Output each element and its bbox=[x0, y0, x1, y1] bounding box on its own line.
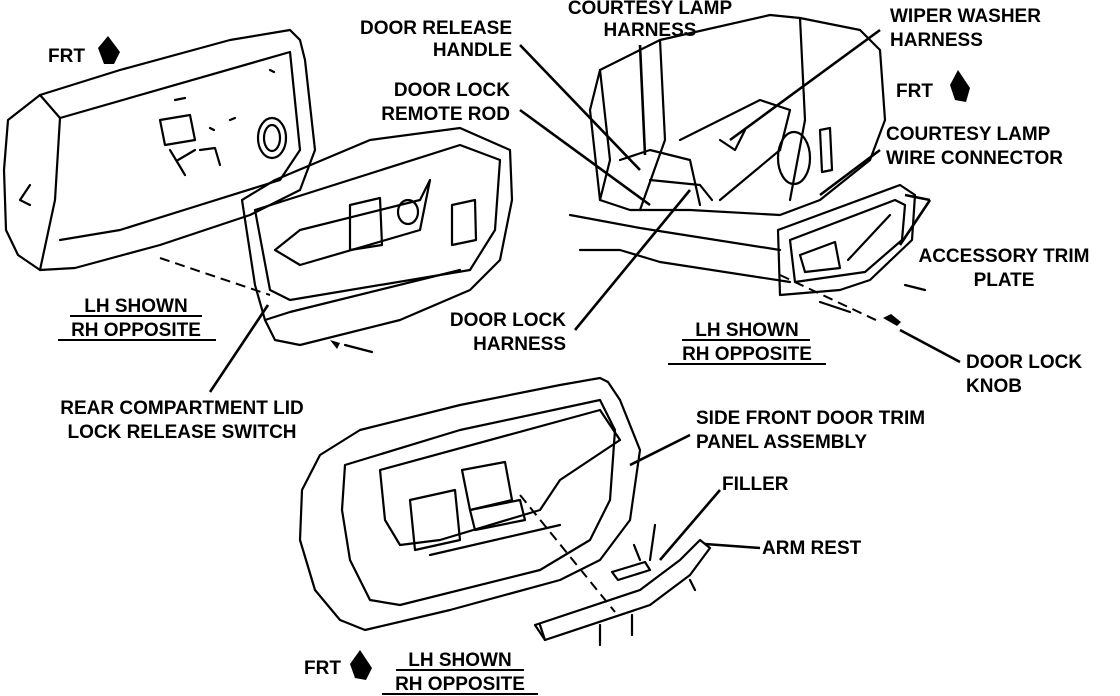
rear-compartment-lid-label-1: REAR COMPARTMENT LID bbox=[60, 398, 303, 419]
courtesy-lamp-harness-label-2: HARNESS bbox=[604, 20, 697, 41]
lh-shown-left-label-2: RH OPPOSITE bbox=[71, 320, 201, 341]
front-arrow-icon bbox=[98, 36, 120, 64]
door-lock-remote-rod-label-2: REMOTE ROD bbox=[381, 104, 510, 125]
filler-label: FILLER bbox=[722, 474, 789, 495]
arm-rest-label: ARM REST bbox=[762, 538, 862, 559]
rear-compartment-lid-label-2: LOCK RELEASE SWITCH bbox=[67, 422, 296, 443]
door-lock-harness-label-2: HARNESS bbox=[473, 334, 566, 355]
front-arrow-icon bbox=[350, 650, 372, 680]
door-release-handle-label-2: HANDLE bbox=[433, 40, 512, 61]
courtesy-lamp-wire-connector-label-1: COURTESY LAMP bbox=[886, 124, 1051, 145]
frt-label-bottom: FRT bbox=[304, 658, 341, 679]
courtesy-lamp-wire-connector-label-2: WIRE CONNECTOR bbox=[886, 148, 1063, 169]
lh-shown-right-label-2: RH OPPOSITE bbox=[682, 344, 812, 365]
labels: FRT FRT FRT DOOR RELEASE HANDLE COURTESY… bbox=[48, 0, 1090, 695]
frt-arrow-top-right bbox=[950, 70, 970, 102]
side-front-door-trim-label-1: SIDE FRONT DOOR TRIM bbox=[696, 408, 925, 429]
courtesy-lamp-harness-label-1: COURTESY LAMP bbox=[568, 0, 733, 19]
lh-shown-bottom-label-2: RH OPPOSITE bbox=[395, 674, 525, 695]
door-lock-knob-label-1: DOOR LOCK bbox=[966, 352, 1082, 373]
lh-shown-right-label-1: LH SHOWN bbox=[695, 320, 798, 341]
top-right-door-assembly bbox=[568, 13, 927, 326]
lh-shown-left-label-1: LH SHOWN bbox=[84, 296, 187, 317]
wiper-washer-harness-label-1: WIPER WASHER bbox=[890, 6, 1041, 27]
lh-shown-bottom-label-1: LH SHOWN bbox=[408, 650, 511, 671]
side-front-door-trim-label-2: PANEL ASSEMBLY bbox=[696, 432, 867, 453]
top-left-door-assembly bbox=[2, 28, 514, 354]
frt-arrow-bottom bbox=[350, 650, 372, 680]
accessory-trim-plate-label-1: ACCESSORY TRIM bbox=[918, 246, 1089, 267]
leader-lines bbox=[208, 28, 961, 561]
frt-label-top-right: FRT bbox=[896, 81, 933, 102]
wiper-washer-harness-label-2: HARNESS bbox=[890, 30, 983, 51]
frt-label-top-left: FRT bbox=[48, 46, 85, 67]
frt-arrow-top-left bbox=[98, 36, 120, 64]
accessory-trim-plate-label-2: PLATE bbox=[974, 270, 1035, 291]
front-arrow-icon bbox=[950, 70, 970, 102]
door-lock-knob-label-2: KNOB bbox=[966, 376, 1022, 397]
door-lock-harness-label-1: DOOR LOCK bbox=[450, 310, 566, 331]
door-release-handle-label-1: DOOR RELEASE bbox=[360, 18, 512, 39]
bottom-door-assembly bbox=[298, 376, 712, 647]
door-lock-remote-rod-label-1: DOOR LOCK bbox=[394, 80, 510, 101]
